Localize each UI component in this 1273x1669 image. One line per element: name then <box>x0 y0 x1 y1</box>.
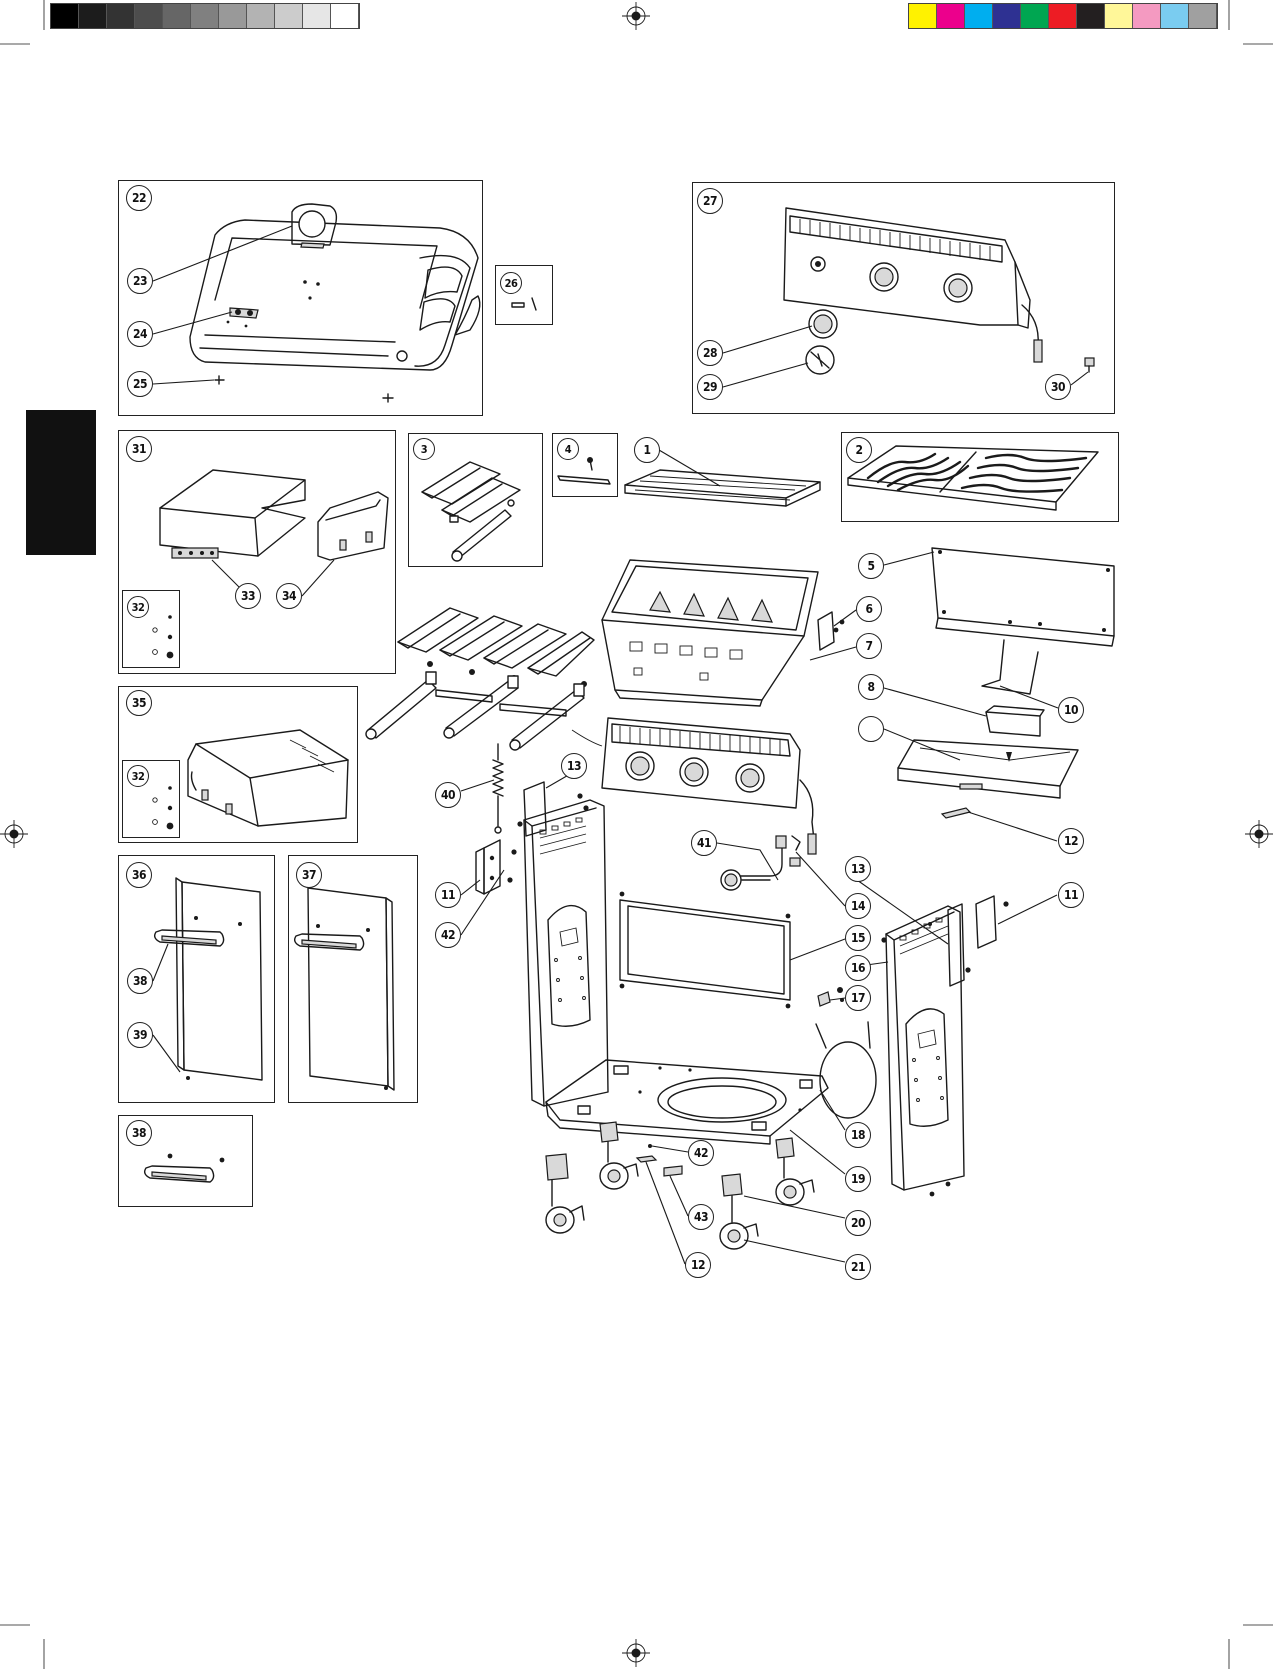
callout-17: 17 <box>845 985 871 1011</box>
callout-22: 22 <box>126 185 152 211</box>
callout-42a: 42 <box>435 922 461 948</box>
callout-4: 4 <box>557 438 579 460</box>
callout-3: 3 <box>413 438 435 460</box>
callout-14: 14 <box>845 893 871 919</box>
callout-26: 26 <box>500 272 522 294</box>
callout-37: 37 <box>296 862 322 888</box>
callout-33: 33 <box>235 583 261 609</box>
callout-11a: 11 <box>435 882 461 908</box>
door-handle-drawing <box>145 1154 225 1182</box>
callout-39: 39 <box>127 1022 153 1048</box>
left-cart-panel-drawing <box>517 782 608 1106</box>
spring-drawing <box>493 744 503 833</box>
callout-23: 23 <box>127 268 153 294</box>
base-drawing <box>546 1060 828 1144</box>
rear-brace-drawing <box>620 892 791 1009</box>
firebox-drawing <box>602 560 844 706</box>
lid-drawing <box>190 204 480 402</box>
callout-12a: 12 <box>1058 828 1084 854</box>
callout-19: 19 <box>845 1166 871 1192</box>
regulator-drawing <box>721 836 800 890</box>
rear-panel-drawing <box>898 548 1114 818</box>
callout-42b: 42 <box>688 1140 714 1166</box>
callout-5: 5 <box>858 553 884 579</box>
warming-rack-drawing <box>625 470 820 506</box>
part-26-drawing <box>512 298 536 310</box>
shelf-cover-drawing <box>153 730 348 829</box>
hardware-32a-drawing <box>153 615 174 658</box>
callout-43: 43 <box>688 1204 714 1230</box>
cooking-grid-drawing <box>848 446 1098 510</box>
callout-9 <box>858 716 884 742</box>
callout-29: 29 <box>697 374 723 400</box>
callout-11b: 11 <box>1058 882 1084 908</box>
callout-38: 38 <box>127 968 153 994</box>
callout-2: 2 <box>846 437 872 463</box>
callout-6: 6 <box>856 596 882 622</box>
callout-27: 27 <box>697 188 723 214</box>
left-door-drawing <box>155 878 262 1080</box>
callout-18: 18 <box>845 1122 871 1148</box>
callout-40: 40 <box>435 782 461 808</box>
callout-30: 30 <box>1045 374 1071 400</box>
callout-15: 15 <box>845 925 871 951</box>
callout-1: 1 <box>634 437 660 463</box>
callout-36: 36 <box>126 862 152 888</box>
callout-31: 31 <box>126 436 152 462</box>
callout-13b: 13 <box>845 856 871 882</box>
control-panel-drawing <box>784 208 1094 374</box>
callout-41: 41 <box>691 830 717 856</box>
callout-28: 28 <box>697 340 723 366</box>
callout-32b: 32 <box>127 765 149 787</box>
callout-7: 7 <box>856 633 882 659</box>
callout-8: 8 <box>858 674 884 700</box>
callout-24: 24 <box>127 321 153 347</box>
right-door-drawing <box>295 888 394 1090</box>
burner-tubes-drawing <box>366 672 584 750</box>
callout-35: 35 <box>126 690 152 716</box>
callout-25: 25 <box>127 371 153 397</box>
callout-34: 34 <box>276 583 302 609</box>
right-cart-panel-drawing <box>881 896 1008 1196</box>
flame-tamer-drawing <box>422 462 520 561</box>
bracket-left-drawing <box>476 840 517 894</box>
callout-20: 20 <box>845 1210 871 1236</box>
callout-12b: 12 <box>685 1252 711 1278</box>
hardware-32b-drawing <box>153 786 174 829</box>
callout-10: 10 <box>1058 697 1084 723</box>
part-4-drawing <box>558 457 610 484</box>
callout-21: 21 <box>845 1254 871 1280</box>
casters-drawing <box>546 1122 814 1249</box>
callout-38b: 38 <box>126 1120 152 1146</box>
callout-32a: 32 <box>127 596 149 618</box>
callout-13a: 13 <box>561 753 587 779</box>
side-shelf-drawing <box>153 470 388 658</box>
callout-16: 16 <box>845 955 871 981</box>
